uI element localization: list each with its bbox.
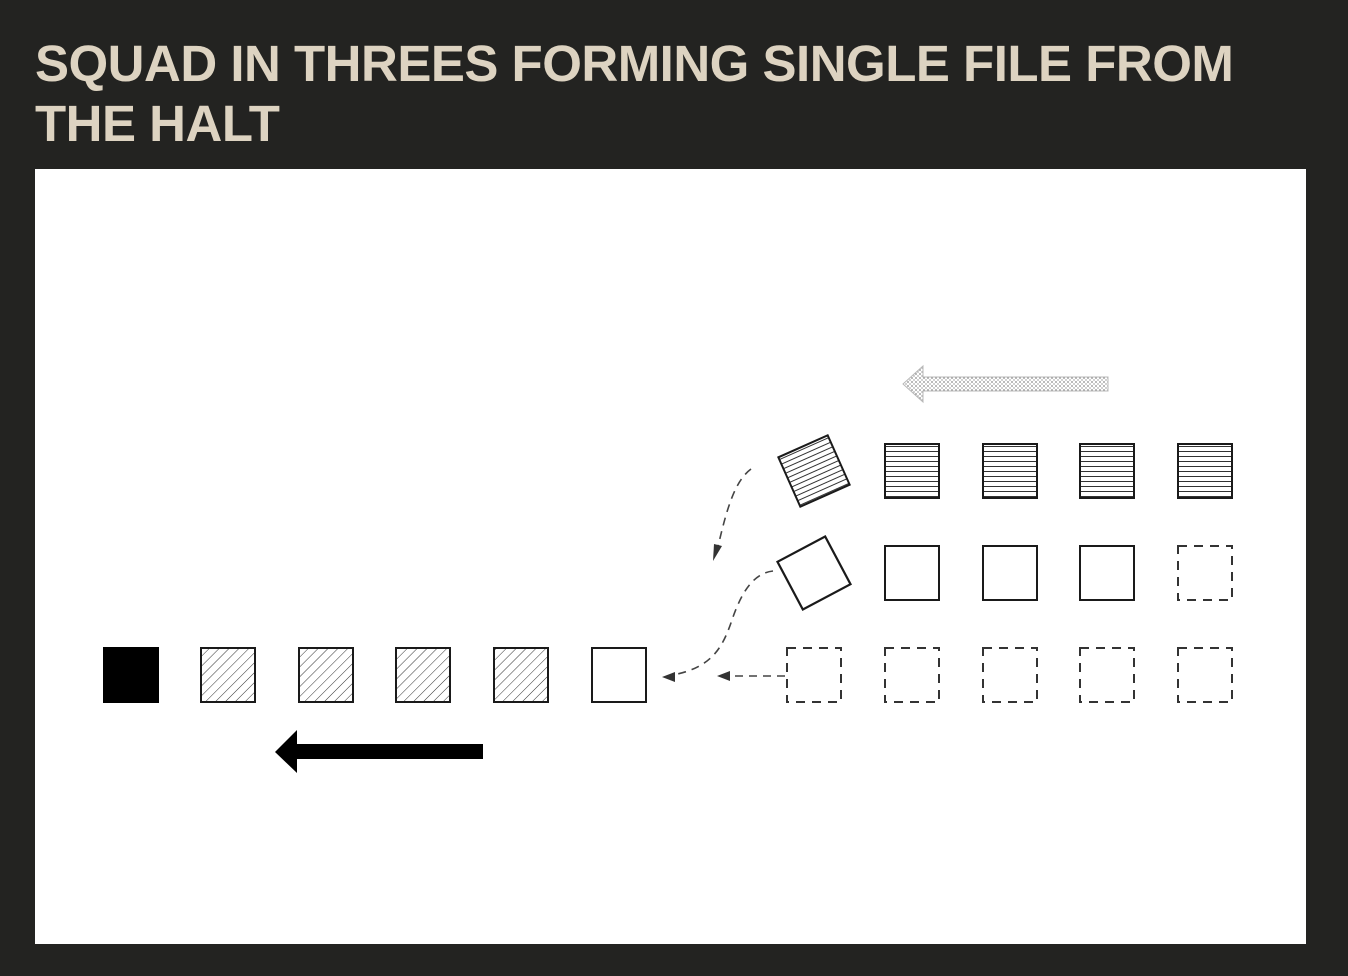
movement-paths	[666, 468, 785, 677]
top-row-soldier	[1079, 443, 1135, 499]
top-row	[777, 434, 1233, 508]
previous-direction-arrow	[902, 364, 1109, 404]
file-soldier-striped	[493, 647, 549, 703]
top-row-wheel-path	[716, 468, 752, 552]
file-soldier-striped	[395, 647, 451, 703]
file-soldier-striped	[298, 647, 354, 703]
middle-row-wheel-path	[666, 570, 774, 677]
single-file	[103, 647, 647, 703]
arrowhead	[662, 672, 675, 682]
drill-diagram	[103, 364, 1233, 773]
top-row-soldier	[1177, 443, 1233, 499]
middle-row-vacated-position	[1177, 545, 1233, 601]
top-row-soldier	[982, 443, 1038, 499]
diagram-panel	[35, 169, 1306, 944]
vacated-position	[1177, 647, 1233, 703]
middle-row-soldier	[982, 545, 1038, 601]
middle-row-turning-soldier	[775, 534, 853, 612]
file-soldier-plain	[591, 647, 647, 703]
middle-row-soldier	[884, 545, 940, 601]
file-leader	[103, 647, 159, 703]
direction-of-march-arrow	[275, 730, 483, 773]
bottom-row-vacated	[786, 647, 1233, 703]
top-row-soldier	[884, 443, 940, 499]
vacated-position	[1079, 647, 1135, 703]
arrowhead	[717, 671, 730, 681]
vacated-position	[884, 647, 940, 703]
file-soldier-striped	[200, 647, 256, 703]
page-title: SQUAD IN THREES FORMING SINGLE FILE FROM…	[35, 35, 1234, 152]
arrowhead	[713, 544, 722, 561]
middle-row-soldier	[1079, 545, 1135, 601]
vacated-position	[786, 647, 842, 703]
top-row-turning-soldier	[777, 434, 851, 508]
vacated-position	[982, 647, 1038, 703]
movement-arrowheads	[662, 544, 730, 682]
middle-row	[775, 534, 1233, 612]
